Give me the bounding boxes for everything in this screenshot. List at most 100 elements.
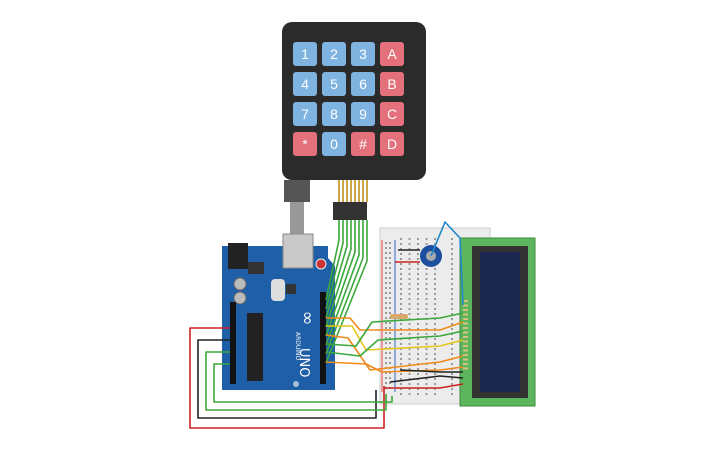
breadboard-hole (408, 258, 411, 260)
lcd-power-wire[interactable] (384, 383, 464, 389)
breadboard-hole (400, 308, 402, 310)
keypad-key[interactable]: 9 (351, 102, 375, 126)
breadboard-hole (408, 288, 411, 290)
keypad-key[interactable]: # (351, 132, 375, 156)
keypad-data-wire[interactable] (325, 220, 356, 337)
breadboard-hole (451, 248, 453, 250)
lcd-signal-wire[interactable] (325, 330, 464, 357)
keypad-key-label: D (387, 136, 397, 152)
digital-header (320, 292, 326, 384)
keypad-data-wire[interactable] (325, 220, 368, 364)
breadboard-hole (434, 343, 436, 345)
breadboard-hole (425, 373, 428, 375)
breadboard-hole (425, 378, 428, 380)
rail-hole (389, 362, 391, 364)
breadboard-hole (434, 378, 436, 380)
keypad-key-face (380, 102, 404, 126)
breadboard-hole (417, 288, 419, 290)
breadboard-hole (408, 283, 411, 285)
keypad-key[interactable]: * (293, 132, 317, 156)
rail-hole (389, 352, 391, 354)
breadboard-hole (400, 293, 402, 295)
keypad-key[interactable]: C (380, 102, 404, 126)
breadboard-hole (434, 383, 436, 385)
keypad-key-label: # (359, 136, 367, 152)
lcd-16x2[interactable] (459, 237, 536, 407)
ground-wire[interactable] (197, 339, 377, 419)
potentiometer-wire[interactable] (430, 221, 464, 306)
breadboard-hole (451, 328, 453, 330)
lcd-ground-wire-2[interactable] (399, 369, 463, 373)
keypad-data-wire[interactable] (325, 220, 340, 301)
ribbon-pins (338, 180, 368, 202)
keypad-data-wire[interactable] (325, 220, 360, 346)
breadboard-hole (434, 273, 436, 275)
rail-hole (389, 307, 391, 309)
keypad-key[interactable]: 0 (322, 132, 346, 156)
rail-hole (389, 322, 391, 324)
power-5v-wire[interactable] (189, 327, 385, 429)
keypad-data-wire[interactable] (325, 220, 352, 328)
breadboard-hole (400, 328, 402, 330)
lcd-ground-wire[interactable] (389, 375, 464, 383)
breadboard-hole (400, 333, 402, 335)
breadboard-hole (451, 343, 453, 345)
lcd-pin (463, 349, 468, 352)
keypad-key-face (351, 102, 375, 126)
keypad-key[interactable]: 4 (293, 72, 317, 96)
keypad-key[interactable]: 7 (293, 102, 317, 126)
breadboard-hole (400, 303, 402, 305)
breadboard-hole (425, 388, 428, 390)
arduino-uno-board[interactable]: ∞ ARDUINO UNO (222, 233, 335, 390)
breadboard-hole (434, 328, 436, 330)
breadboard-hole (400, 383, 402, 385)
keypad-data-wire[interactable] (325, 220, 348, 319)
keypad-key[interactable]: D (380, 132, 404, 156)
breadboard-hole (451, 288, 453, 290)
keypad-key-face (293, 102, 317, 126)
rail-hole (385, 297, 387, 299)
lcd-signal-wire[interactable] (325, 312, 464, 347)
ribbon-header (333, 202, 367, 220)
keypad-key[interactable]: A (380, 42, 404, 66)
breadboard-hole (400, 238, 402, 240)
keypad-key[interactable]: 2 (322, 42, 346, 66)
lcd-signal-wire[interactable] (325, 361, 464, 373)
keypad-data-wire[interactable] (325, 220, 364, 355)
breadboard-hole (400, 268, 402, 270)
keypad-key-face (351, 42, 375, 66)
rail-hole (389, 357, 391, 359)
ground-wire-2[interactable] (205, 351, 387, 411)
breadboard-hole (408, 238, 411, 240)
keypad-key[interactable]: 3 (351, 42, 375, 66)
ribbon-pin (354, 180, 356, 202)
breadboard-hole (434, 238, 436, 240)
breadboard-hole (451, 378, 453, 380)
breadboard-hole (408, 373, 411, 375)
breadboard-hole (425, 333, 428, 335)
usb-cable (290, 202, 304, 234)
keypad-key[interactable]: 6 (351, 72, 375, 96)
breadboard-hole (434, 293, 436, 295)
keypad-key[interactable]: 1 (293, 42, 317, 66)
lcd-signal-wire[interactable] (325, 334, 464, 371)
rail-hole (389, 337, 391, 339)
keypad-key-face (322, 132, 346, 156)
lcd-pin (463, 358, 468, 361)
keypad-key[interactable]: B (380, 72, 404, 96)
breadboard-hole (408, 273, 411, 275)
breadboard-hole (400, 263, 402, 265)
breadboard-hole (400, 243, 402, 245)
aux-wire[interactable] (213, 363, 393, 403)
breadboard-hole (417, 253, 419, 255)
keypad-key[interactable]: 5 (322, 72, 346, 96)
keypad-data-wire[interactable] (325, 220, 344, 310)
rail-hole (385, 302, 387, 304)
breadboard-hole (434, 368, 436, 370)
lcd-signal-wire[interactable] (326, 317, 464, 331)
keypad-key[interactable]: 8 (322, 102, 346, 126)
reset-button[interactable] (315, 258, 327, 270)
rail-hole (385, 267, 387, 269)
rail-hole (385, 362, 387, 364)
